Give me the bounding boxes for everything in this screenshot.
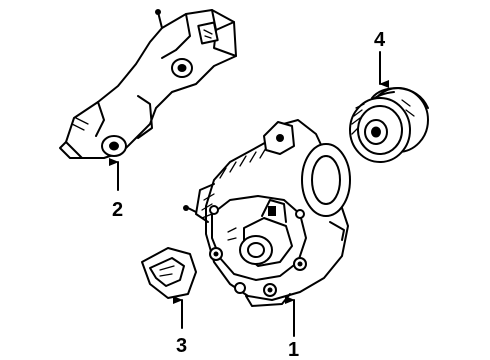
- alternator: [183, 119, 351, 307]
- callout-2: 2: [112, 199, 123, 221]
- mounting-clip: [141, 247, 197, 299]
- mounting-bracket: [59, 9, 237, 159]
- callout-4: 4: [374, 29, 386, 51]
- callout-3: 3: [176, 335, 187, 357]
- pulley: [349, 87, 429, 163]
- callout-1: 1: [288, 339, 299, 360]
